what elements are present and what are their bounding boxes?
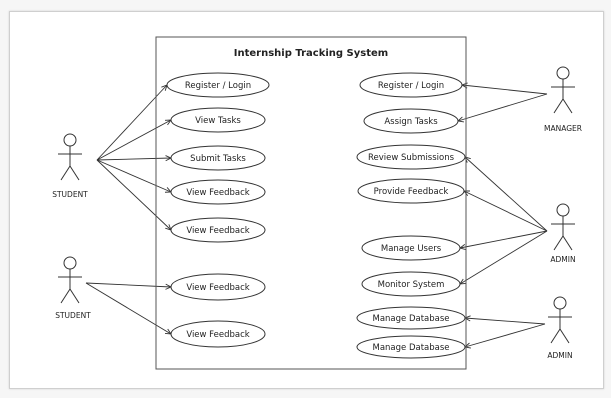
use-case-r2: Assign Tasks — [363, 108, 459, 134]
association-admin1-r5 — [458, 230, 548, 250]
actor-student2: STUDENT — [55, 256, 91, 320]
use-case-ellipse — [170, 320, 266, 348]
use-case-l1: Register / Login — [166, 72, 270, 98]
use-case-label: Submit Tasks — [190, 154, 246, 164]
association-admin1-r6 — [459, 230, 548, 285]
use-case-ellipse — [357, 178, 465, 204]
diagram-frame — [9, 11, 604, 389]
use-case-label: View Feedback — [186, 226, 249, 236]
use-case-l3: Submit Tasks — [170, 145, 266, 171]
use-case-ellipse — [361, 235, 461, 261]
association-student1-l3 — [96, 155, 173, 162]
association-manager-r1 — [460, 82, 548, 95]
use-case-ellipse — [170, 179, 266, 205]
use-case-label: Manage Database — [372, 343, 449, 353]
use-case-r5: Manage Users — [361, 235, 461, 261]
use-case-label: Manage Database — [372, 314, 449, 324]
stick-figure-icon — [548, 296, 572, 344]
association-student1-l2 — [96, 119, 172, 161]
use-case-ellipse — [170, 217, 266, 243]
use-case-l2: View Tasks — [170, 107, 266, 133]
use-case-label: Manage Users — [381, 244, 442, 254]
use-case-r1: Register / Login — [359, 72, 463, 98]
actor-admin1: ADMIN — [550, 203, 576, 264]
association-admin1-r3 — [464, 156, 548, 232]
use-case-ellipse — [166, 72, 270, 98]
actor-admin2: ADMIN — [547, 296, 573, 360]
use-case-label: Review Submissions — [368, 153, 455, 163]
actor-label: MANAGER — [544, 124, 582, 133]
arrowhead-icon — [164, 328, 172, 335]
use-case-label: Assign Tasks — [384, 117, 438, 127]
association-manager-r2 — [457, 93, 548, 123]
use-case-r8: Manage Database — [356, 335, 466, 359]
association-admin2-r7 — [463, 315, 546, 325]
association-admin2-r8 — [464, 323, 546, 349]
actor-student1: STUDENT — [52, 133, 88, 199]
use-case-r6: Monitor System — [361, 271, 461, 297]
use-case-label: View Feedback — [186, 283, 249, 293]
association-student1-l5 — [96, 159, 172, 231]
actor-label: STUDENT — [52, 190, 88, 199]
stick-figure-icon — [58, 256, 82, 304]
use-case-l5: View Feedback — [170, 217, 266, 243]
use-case-ellipse — [170, 273, 266, 301]
use-case-r7: Manage Database — [356, 306, 466, 330]
stick-figure-icon — [551, 203, 575, 251]
use-case-label: View Feedback — [186, 330, 249, 340]
stick-figure-icon — [58, 133, 82, 181]
use-case-ellipse — [363, 108, 459, 134]
use-case-r3: Review Submissions — [356, 144, 466, 170]
association-student1-l4 — [96, 159, 172, 193]
stick-figure-icon — [551, 66, 575, 114]
use-case-label: Provide Feedback — [374, 187, 449, 197]
actor-label: ADMIN — [547, 351, 572, 360]
actor-label: ADMIN — [550, 255, 575, 264]
use-case-r4: Provide Feedback — [357, 178, 465, 204]
system-title: Internship Tracking System — [234, 48, 388, 59]
use-case-l4: View Feedback — [170, 179, 266, 205]
use-case-label: Monitor System — [378, 280, 445, 290]
use-case-ellipse — [356, 144, 466, 170]
arrowhead-icon — [459, 278, 467, 285]
use-case-label: Register / Login — [185, 81, 251, 91]
use-case-ellipse — [170, 107, 266, 133]
system-boundary — [155, 36, 467, 370]
use-case-ellipse — [356, 335, 466, 359]
association-student2-l6 — [85, 282, 173, 290]
use-case-ellipse — [361, 271, 461, 297]
use-case-label: View Feedback — [186, 188, 249, 198]
actor-manager: MANAGER — [544, 66, 582, 133]
use-case-ellipse — [359, 72, 463, 98]
use-case-label: Register / Login — [378, 81, 444, 91]
use-case-label: View Tasks — [195, 116, 241, 126]
use-case-l7: View Feedback — [170, 320, 266, 348]
association-admin1-r4 — [463, 190, 548, 232]
use-case-l6: View Feedback — [170, 273, 266, 301]
actor-label: STUDENT — [55, 311, 91, 320]
use-case-ellipse — [356, 306, 466, 330]
use-case-ellipse — [170, 145, 266, 171]
association-student2-l7 — [85, 282, 172, 335]
